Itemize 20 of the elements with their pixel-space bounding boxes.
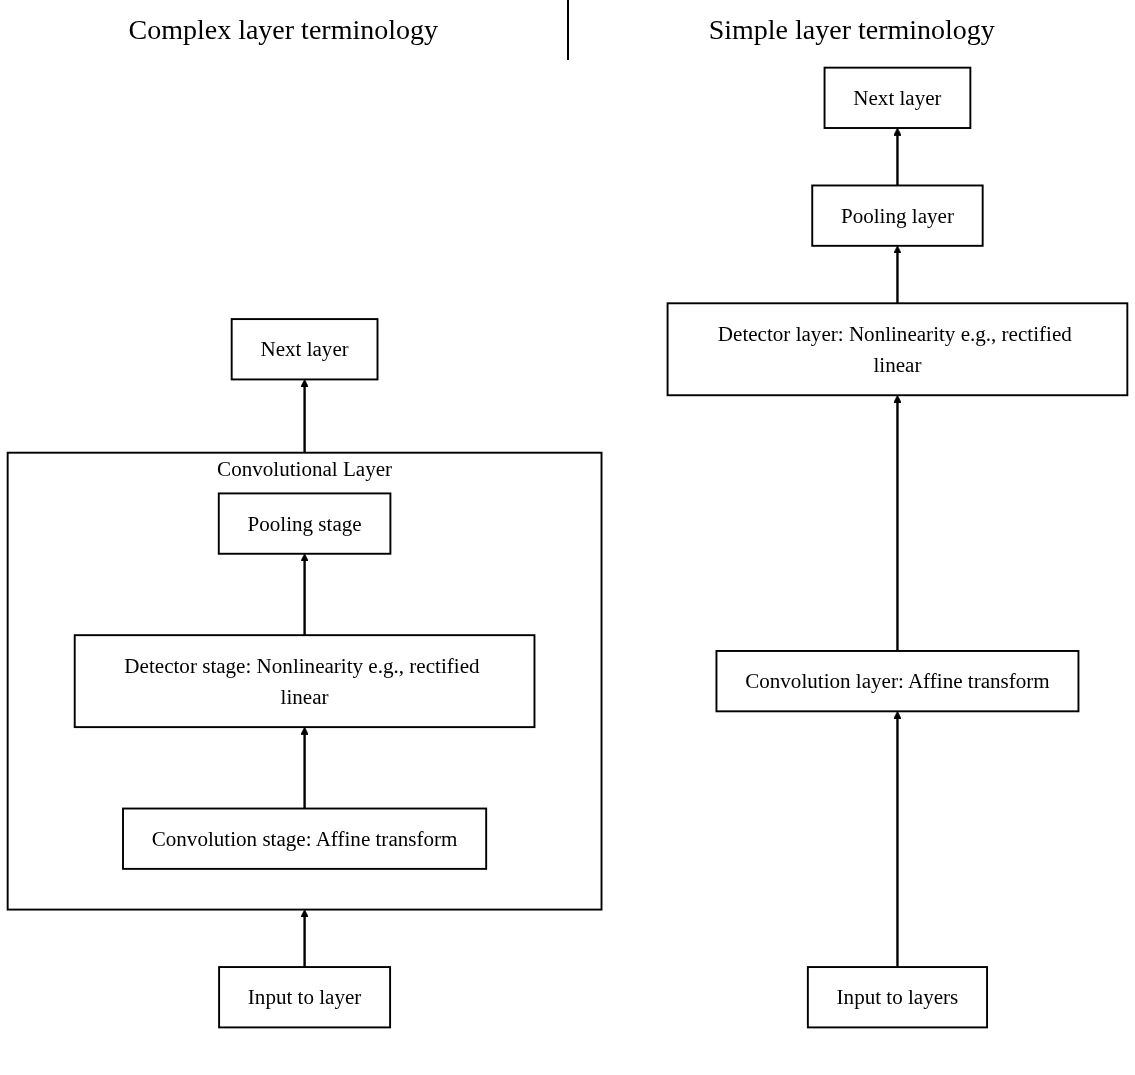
node-box: Convolution stage: Affine transform [122, 807, 488, 870]
node-box: Next layer [823, 66, 972, 129]
arrow [300, 553, 309, 636]
node-box: Detector stage: Nonlinearity e.g., rectified linear [73, 634, 536, 729]
arrow [300, 909, 309, 968]
node-box: Pooling stage [217, 492, 392, 555]
node-box: Detector layer: Nonlinearity e.g., rectified linear [666, 302, 1129, 397]
arrow [300, 379, 309, 453]
column-heading: Complex layer terminology [127, 13, 439, 47]
column-heading: Simple layer terminology [707, 13, 996, 47]
arrow [893, 245, 902, 304]
node-box: Next layer [230, 318, 379, 381]
node-box: Pooling layer [811, 184, 984, 247]
arrow [893, 710, 902, 968]
node-box: Convolution layer: Affine transform [715, 650, 1080, 713]
arrow [893, 127, 902, 186]
arrow [893, 394, 902, 651]
node-box: Input to layers [806, 966, 988, 1029]
arrow [300, 726, 309, 809]
node-box: Input to layer [218, 966, 392, 1029]
